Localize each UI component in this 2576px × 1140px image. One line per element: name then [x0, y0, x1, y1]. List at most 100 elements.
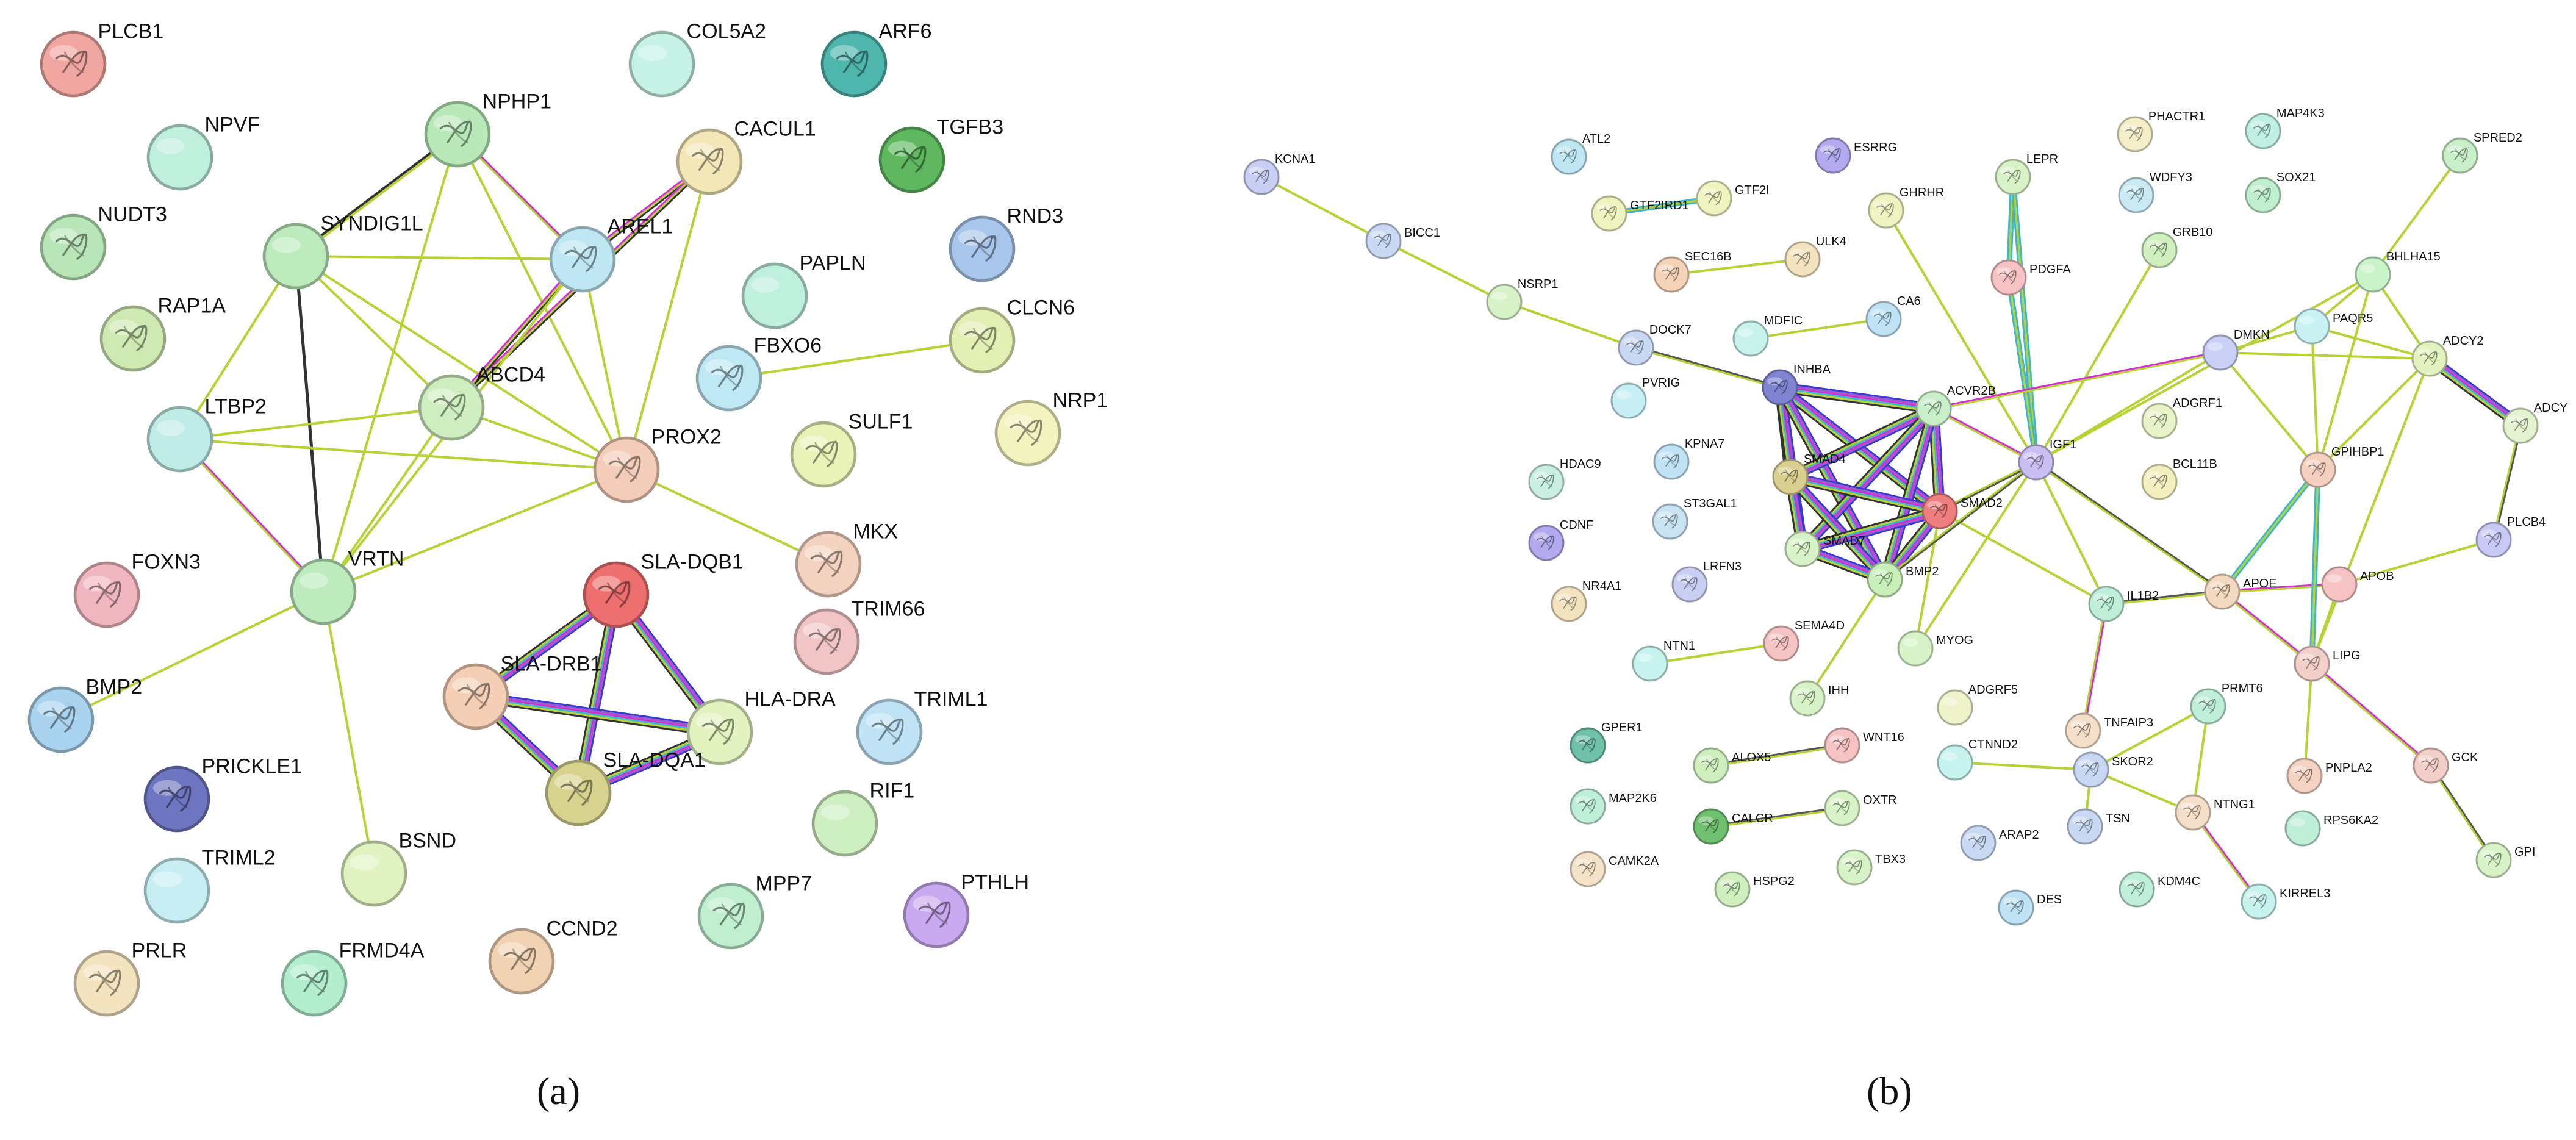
node-triml2[interactable]: TRIML2	[143, 846, 275, 924]
node-sema4d[interactable]: SEMA4D	[1763, 619, 1845, 662]
node-smad2[interactable]: SMAD2	[1921, 493, 2003, 529]
node-ctnnd2[interactable]: CTNND2	[1937, 738, 2018, 781]
node-sla-dqb1[interactable]: SLA-DQB1	[583, 550, 744, 628]
node-calcr[interactable]: CALCR	[1693, 808, 1773, 845]
node-nphp1[interactable]: NPHP1	[424, 90, 551, 168]
node-rif1[interactable]: RIF1	[811, 779, 914, 857]
node-prlr[interactable]: PRLR	[73, 939, 187, 1017]
node-rnd3[interactable]: RND3	[949, 204, 1063, 282]
node-arap2[interactable]: ARAP2	[1960, 825, 2039, 861]
node-tbx3[interactable]: TBX3	[1836, 849, 1906, 886]
node-cdnf[interactable]: CDNF	[1528, 518, 1593, 561]
node-pthlh[interactable]: PTHLH	[903, 870, 1029, 948]
node-arel1[interactable]: AREL1	[549, 215, 673, 293]
node-lrfn3[interactable]: LRFN3	[1671, 560, 1742, 603]
node-mdfic[interactable]: MDFIC	[1732, 314, 1803, 357]
node-papln[interactable]: PAPLN	[741, 251, 866, 329]
node-wdfy3[interactable]: WDFY3	[2118, 171, 2192, 213]
node-lipg[interactable]: LIPG	[2294, 645, 2361, 682]
node-bcl11b[interactable]: BCL11B	[2141, 457, 2217, 500]
node-plcb1[interactable]: PLCB1	[40, 20, 163, 98]
node-alox5[interactable]: ALOX5	[1693, 747, 1771, 784]
node-esrrg[interactable]: ESRRG	[1815, 137, 1897, 174]
node-vrtn[interactable]: VRTN	[290, 547, 404, 625]
node-kpna7[interactable]: KPNA7	[1653, 437, 1724, 480]
node-bmp2[interactable]: BMP2	[1867, 561, 1939, 598]
node-hspg2[interactable]: HSPG2	[1714, 871, 1795, 908]
node-gper1[interactable]: GPER1	[1570, 721, 1643, 764]
node-mkx[interactable]: MKX	[795, 520, 898, 598]
node-fbxo6[interactable]: FBXO6	[695, 334, 822, 412]
node-clcn6[interactable]: CLCN6	[949, 296, 1075, 374]
node-acvr2b[interactable]: ACVR2B	[1915, 384, 1996, 427]
node-sec16b[interactable]: SEC16B	[1653, 250, 1732, 293]
node-tsn[interactable]: TSN	[2067, 808, 2130, 845]
node-tgfb3[interactable]: TGFB3	[878, 115, 1003, 193]
node-gtf2i[interactable]: GTF2I	[1696, 180, 1770, 217]
node-ntn1[interactable]: NTN1	[1632, 639, 1695, 682]
node-adcy[interactable]: ADCY	[2502, 401, 2567, 444]
node-nsrp1[interactable]: NSRP1	[1486, 278, 1559, 320]
node-st3gal1[interactable]: ST3GAL1	[1652, 497, 1737, 540]
node-ca6[interactable]: CA6	[1865, 295, 1921, 337]
node-kirrel3[interactable]: KIRREL3	[2241, 883, 2330, 920]
node-triml1[interactable]: TRIML1	[856, 687, 988, 765]
node-abcd4[interactable]: ABCD4	[418, 363, 545, 441]
node-adgrf1[interactable]: ADGRF1	[2141, 396, 2222, 439]
node-ghrhr[interactable]: GHRHR	[1868, 186, 1944, 229]
node-camk2a[interactable]: CAMK2A	[1570, 851, 1659, 887]
node-wnt16[interactable]: WNT16	[1824, 727, 1904, 764]
node-adcy2[interactable]: ADCY2	[2411, 334, 2484, 377]
node-myog[interactable]: MYOG	[1897, 630, 1973, 667]
node-prox2[interactable]: PROX2	[593, 425, 722, 503]
node-ihh[interactable]: IHH	[1789, 680, 1849, 717]
node-smad7[interactable]: SMAD7	[1784, 531, 1865, 567]
node-col5a2[interactable]: COL5A2	[628, 20, 766, 98]
node-kcna1[interactable]: KCNA1	[1243, 152, 1316, 195]
node-tnfaip3[interactable]: TNFAIP3	[2065, 712, 2153, 749]
node-bmp2[interactable]: BMP2	[27, 675, 142, 753]
node-prickle1[interactable]: PRICKLE1	[143, 755, 302, 833]
node-il1b2[interactable]: IL1B2	[2088, 586, 2159, 622]
node-smad4[interactable]: SMAD4	[1772, 453, 1846, 495]
node-sox21[interactable]: SOX21	[2245, 171, 2316, 213]
node-dock7[interactable]: DOCK7	[1618, 323, 1692, 366]
node-map2k6[interactable]: MAP2K6	[1570, 788, 1657, 825]
node-nrp1[interactable]: NRP1	[994, 389, 1108, 467]
node-pdgfa[interactable]: PDGFA	[1990, 259, 2071, 296]
node-rap1a[interactable]: RAP1A	[99, 294, 226, 372]
node-dmkn[interactable]: DMKN	[2202, 328, 2270, 371]
node-gck[interactable]: GCK	[2413, 747, 2478, 784]
node-map4k3[interactable]: MAP4K3	[2245, 107, 2325, 149]
node-syndig1l[interactable]: SYNDIG1L	[262, 212, 423, 290]
node-arf6[interactable]: ARF6	[820, 20, 931, 98]
node-hdac9[interactable]: HDAC9	[1528, 457, 1601, 500]
node-grb10[interactable]: GRB10	[2141, 226, 2212, 268]
node-ccnd2[interactable]: CCND2	[488, 917, 618, 995]
node-frmd4a[interactable]: FRMD4A	[281, 939, 425, 1017]
node-ulk4[interactable]: ULK4	[1784, 235, 1846, 278]
node-apoe[interactable]: APOE	[2204, 573, 2277, 610]
node-mpp7[interactable]: MPP7	[697, 872, 812, 950]
node-ltbp2[interactable]: LTBP2	[146, 395, 267, 473]
node-bsnd[interactable]: BSND	[340, 829, 456, 907]
node-atl2[interactable]: ATL2	[1551, 132, 1610, 175]
node-trim66[interactable]: TRIM66	[793, 597, 925, 675]
node-kdm4c[interactable]: KDM4C	[2119, 871, 2200, 908]
node-bicc1[interactable]: BICC1	[1365, 223, 1440, 259]
node-pnpla2[interactable]: PNPLA2	[2286, 758, 2372, 794]
node-inhba[interactable]: INHBA	[1762, 363, 1831, 406]
node-sla-dqa1[interactable]: SLA-DQA1	[545, 748, 706, 826]
node-cacul1[interactable]: CACUL1	[676, 117, 816, 195]
node-pvrig[interactable]: PVRIG	[1610, 376, 1680, 419]
node-gpi[interactable]: GPI	[2475, 842, 2535, 878]
node-lepr[interactable]: LEPR	[1995, 152, 2058, 195]
node-npvf[interactable]: NPVF	[146, 113, 260, 191]
node-nr4a1[interactable]: NR4A1	[1551, 579, 1621, 622]
node-gpihbp1[interactable]: GPIHBP1	[2300, 445, 2384, 488]
node-phactr1[interactable]: PHACTR1	[2117, 110, 2205, 152]
node-skor2[interactable]: SKOR2	[2073, 751, 2153, 788]
node-bhlha15[interactable]: BHLHA15	[2355, 250, 2441, 293]
node-igf1[interactable]: IGF1	[2018, 438, 2076, 481]
node-rps6ka2[interactable]: RPS6KA2	[2284, 810, 2378, 847]
